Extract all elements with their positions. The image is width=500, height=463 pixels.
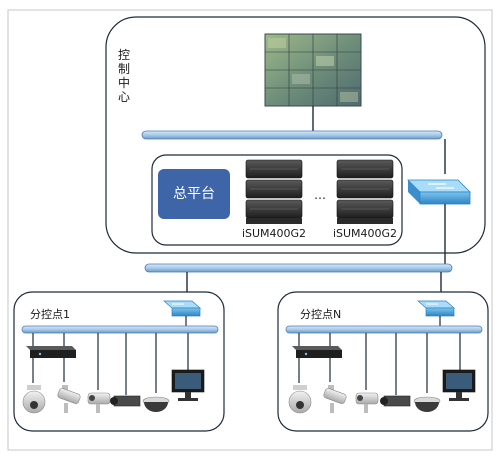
bullet-camera-icon	[323, 385, 347, 413]
box-camera-icon	[110, 395, 141, 407]
platform-label: 总平台	[173, 186, 215, 202]
dvr-icon	[292, 346, 342, 358]
bullet-camera-icon	[355, 392, 379, 413]
server-rack-icon	[336, 159, 394, 224]
speed-dome-camera-icon	[22, 385, 46, 414]
video-wall-icon	[264, 33, 362, 107]
box-camera-icon	[380, 395, 411, 407]
main-network-bus	[144, 263, 453, 273]
control-center-network-bus	[141, 130, 443, 140]
network-switch-icon	[163, 300, 201, 317]
branch-1-label: 分控点1	[30, 308, 70, 321]
branch-1-bus	[21, 325, 219, 334]
dome-camera-icon	[142, 396, 170, 412]
outer-frame	[7, 9, 493, 451]
bullet-camera-icon	[57, 385, 81, 413]
bullet-camera-icon	[87, 392, 111, 413]
network-switch-icon	[407, 179, 471, 205]
speed-dome-camera-icon	[288, 385, 312, 414]
monitor-icon	[442, 369, 476, 401]
server-ellipsis: …	[314, 188, 326, 202]
dvr-icon	[26, 346, 76, 358]
control-center-label: 控制中心	[118, 48, 131, 104]
dome-camera-icon	[413, 396, 441, 412]
server-rack-icon	[245, 159, 303, 224]
monitor-icon	[171, 369, 205, 401]
platform-box	[158, 169, 230, 219]
server-1-label: iSUM400G2	[241, 227, 307, 240]
branch-n-label: 分控点N	[300, 308, 342, 321]
server-2-label: iSUM400G2	[332, 227, 398, 240]
branch-n-bus	[285, 325, 483, 334]
